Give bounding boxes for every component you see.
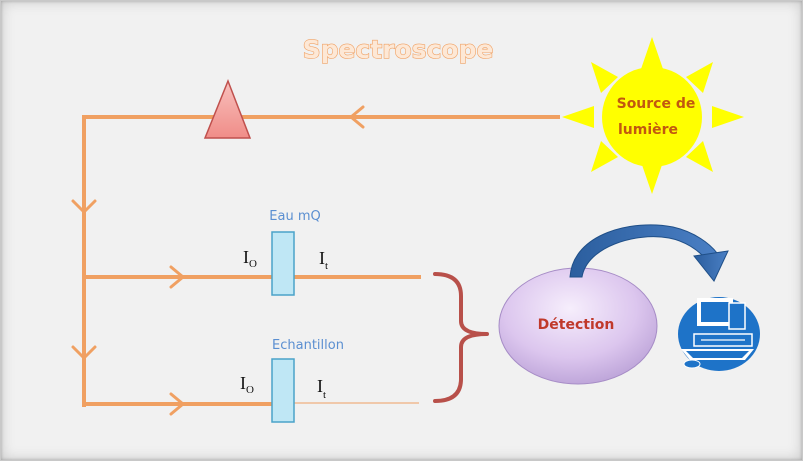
reference-cuvette-label: Eau mQ (269, 209, 320, 224)
reference-incident-intensity: IO (243, 247, 257, 270)
sample-incident-intensity: IO (240, 373, 254, 396)
reference-transmitted-intensity: It (319, 248, 328, 272)
sample-transmitted-intensity: It (317, 376, 326, 401)
diagram-title: Spectroscope (303, 35, 494, 64)
beam-direction-arrow-down-1 (71, 199, 97, 214)
prism-icon (203, 78, 252, 139)
detector-label: Détection (538, 317, 615, 333)
light-source-label-line2: lumière (618, 122, 678, 138)
beam-direction-arrow-ref (169, 265, 185, 289)
curly-brace (433, 272, 489, 403)
curved-arrow-icon (569, 224, 729, 282)
light-source-label-line1: Source de (617, 96, 696, 112)
beam-direction-arrow-down-2 (71, 345, 97, 360)
sample-cuvette (271, 358, 295, 423)
sample-cuvette-label: Echantillon (272, 338, 344, 353)
sun-icon (562, 37, 744, 194)
reference-cuvette (271, 231, 295, 296)
computer-icon (678, 297, 760, 371)
beam-direction-arrow-top (349, 105, 365, 129)
beam-direction-arrow-sample (169, 392, 185, 416)
